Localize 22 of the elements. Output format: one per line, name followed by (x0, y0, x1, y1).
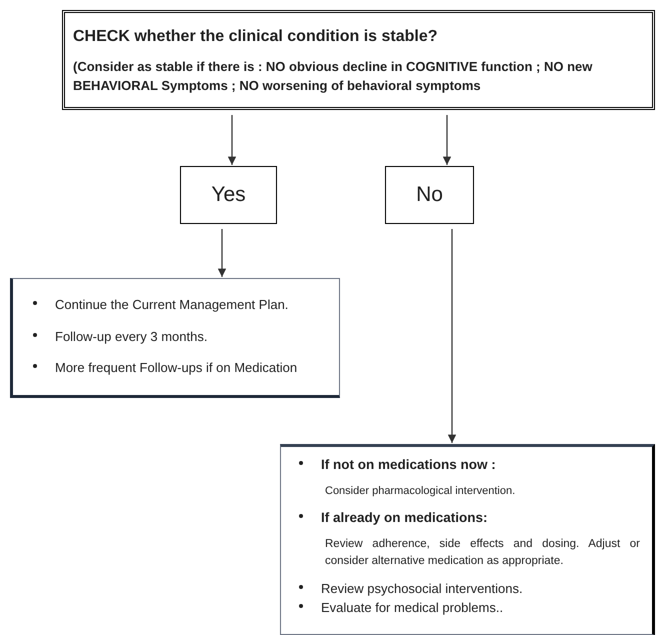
arrow (218, 229, 226, 277)
body-text: Consider pharmacological intervention. (324, 484, 516, 500)
body-text: No (416, 182, 443, 208)
arrow (442, 115, 452, 165)
list-item: If not on medications now : (321, 456, 497, 474)
list-item: More frequent Follow-ups if on Medication (55, 359, 298, 377)
decision-box (180, 166, 277, 224)
decision-box (385, 166, 474, 224)
arrow (228, 115, 236, 165)
body-text: Review adherence, side effects and dosing. Adjust or consider alternative medication as appropriate. (324, 537, 640, 570)
list-item: Review psychosocial interventions. (321, 580, 524, 598)
list-item: If already on medications: (321, 508, 489, 527)
arrow (448, 229, 456, 443)
heading: CHECK whether the clinical condition is stable? (73, 27, 438, 47)
process-box (62, 10, 655, 110)
list-item: Evaluate for medical problems.. (321, 599, 504, 617)
list-item: Follow-up every 3 months. (55, 328, 208, 346)
process-box (280, 444, 655, 635)
body-text: (Consider as stable if there is : NO obvious decline in COGNITIVE function ; NO new BEHAVIORAL Symptoms ; NO worsening of behavioral symptoms (73, 58, 594, 95)
process-box (10, 278, 340, 398)
list-item: Continue the Current Management Plan. (55, 296, 290, 314)
body-text: Yes (211, 182, 246, 208)
